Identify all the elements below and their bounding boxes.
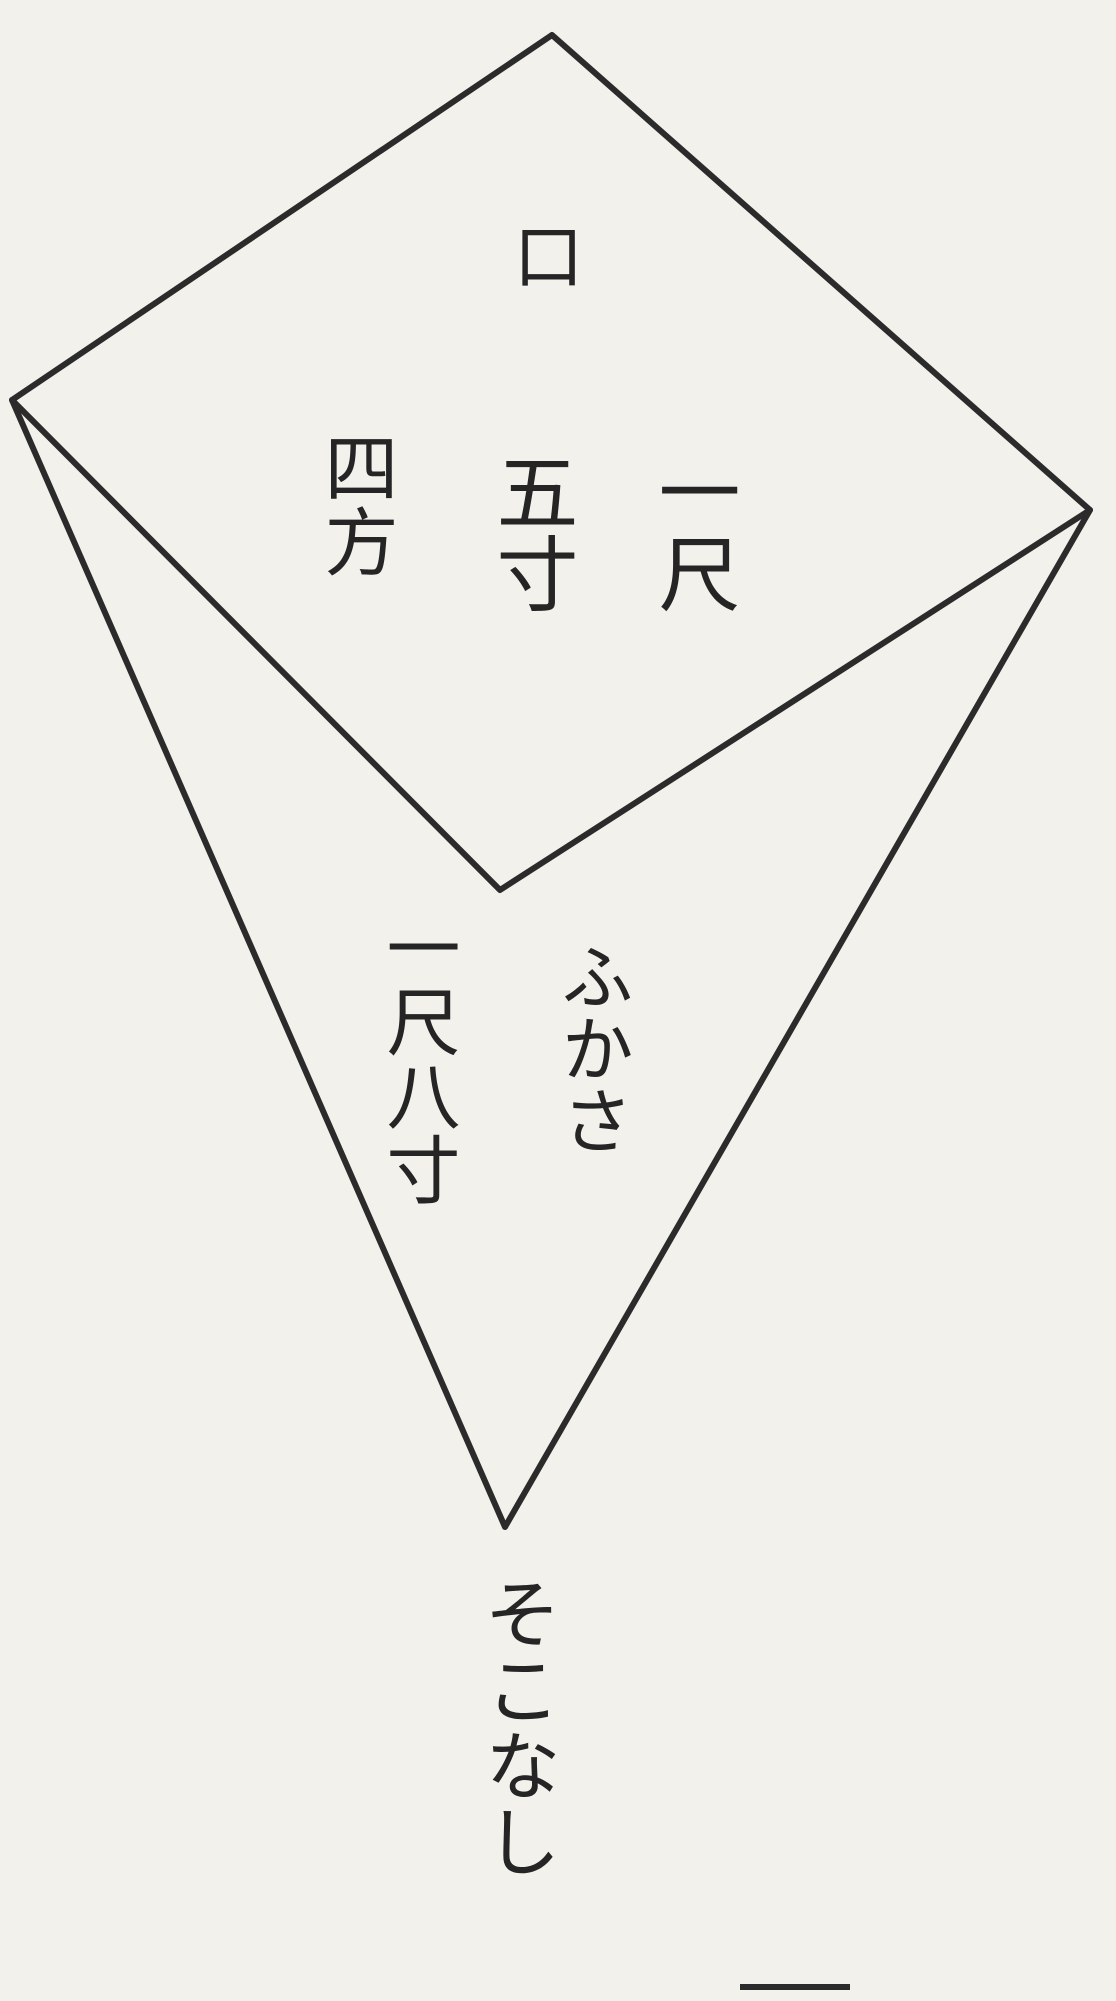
size-label-five-sun: 五寸 (482, 450, 577, 614)
size-label-one-shaku: 一尺 (644, 450, 739, 614)
size-label-square: 四方 (312, 430, 398, 578)
depth-value-label: 一尺八寸 (374, 910, 460, 1206)
mouth-label: 口 (502, 220, 584, 290)
depth-label: ふかさ (549, 940, 633, 1156)
bottomless-label: そこなし (472, 1575, 561, 1879)
top-square (9, 32, 1093, 893)
page-edge-mark (740, 1984, 850, 1990)
funnel-outline (9, 397, 1093, 1530)
